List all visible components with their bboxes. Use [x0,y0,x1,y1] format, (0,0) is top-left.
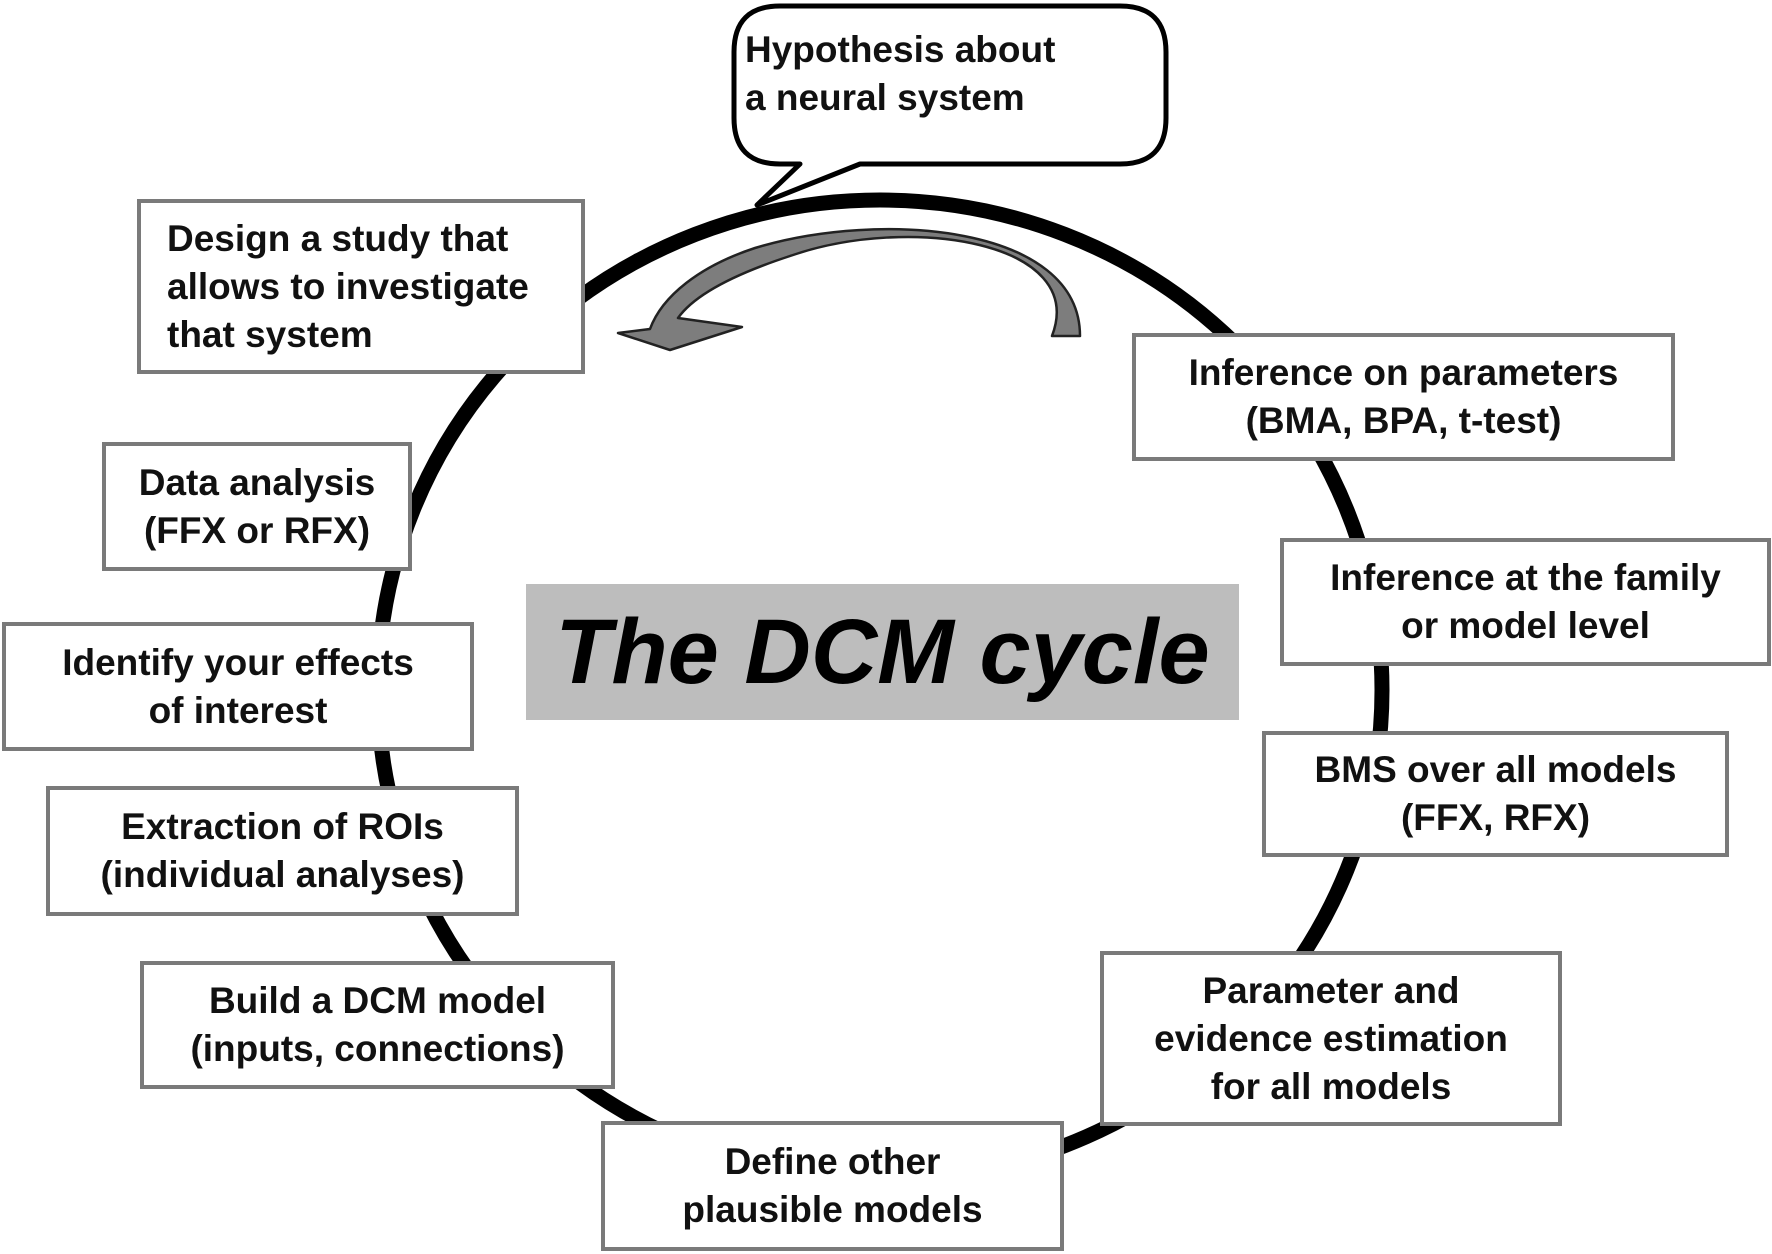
step-line: Define other [724,1141,941,1182]
hypothesis-line: a neural system [745,77,1025,118]
step-line: Inference at the family [1330,557,1721,598]
step-identify-effects: Identify your effects of interest [2,622,474,751]
step-line: (individual analyses) [100,854,465,895]
cycle-title-box: The DCM cycle [526,584,1239,720]
step-line: Parameter and [1202,969,1460,1011]
step-line: for all models [1210,1065,1452,1107]
step-line: evidence estimation [1154,1017,1508,1059]
hypothesis-line: Hypothesis about [745,29,1056,70]
step-design-study: Design a study that allows to investigat… [137,199,585,374]
step-line: (FFX or RFX) [143,509,371,551]
step-data-analysis: Data analysis (FFX or RFX) [102,442,412,571]
step-inference-parameters: Inference on parameters (BMA, BPA, t-tes… [1132,333,1675,461]
step-define-models: Define other plausible models [601,1121,1064,1251]
step-line: Extraction of ROIs [121,806,444,847]
step-line: Identify your effects [62,641,414,683]
step-line: of interest [148,689,328,731]
step-inference-family: Inference at the family or model level [1280,538,1771,666]
step-line: Data analysis [138,461,376,503]
hypothesis-text: Hypothesis about a neural system [745,26,1165,122]
step-line: BMS over all models [1314,749,1677,790]
step-line: (BMA, BPA, t-test) [1245,400,1562,441]
step-line: Inference on parameters [1188,352,1619,393]
step-line: that system [167,313,373,355]
step-build-model: Build a DCM model (inputs, connections) [140,961,615,1089]
step-line: (inputs, connections) [190,1028,565,1069]
step-line: allows to investigate [167,265,529,307]
step-line: Design a study that [167,217,509,259]
step-extraction-rois: Extraction of ROIs (individual analyses) [46,786,519,916]
cycle-direction-arrow [616,227,1082,352]
step-line: or model level [1401,605,1650,646]
step-line: plausible models [682,1189,983,1230]
step-line: Build a DCM model [208,980,547,1021]
hypothesis-bubble [731,3,1169,208]
cycle-title: The DCM cycle [555,600,1210,703]
step-estimation: Parameter and evidence estimation for al… [1100,951,1562,1126]
step-line: (FFX, RFX) [1400,797,1591,838]
step-bms: BMS over all models (FFX, RFX) [1262,731,1729,857]
